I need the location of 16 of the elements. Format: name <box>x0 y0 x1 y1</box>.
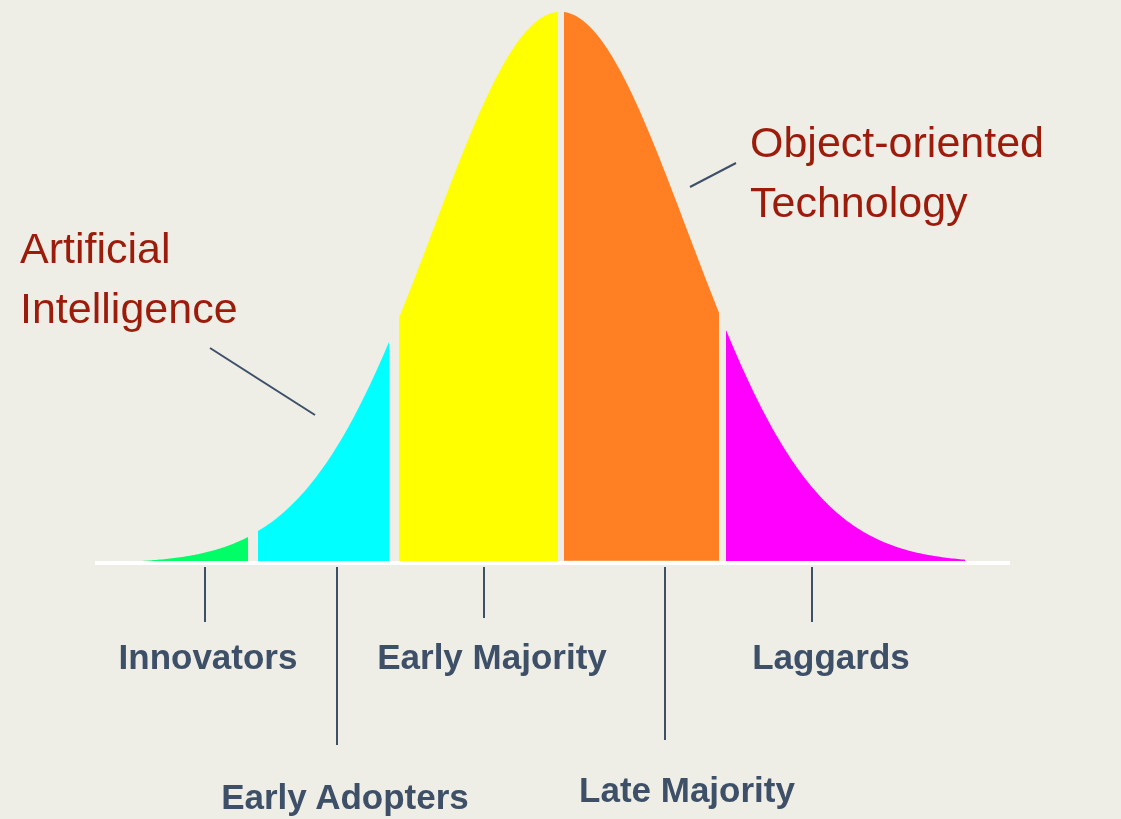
technology-label: Object-oriented Technology <box>750 112 1120 232</box>
leader-line <box>811 566 813 623</box>
bell-curve-segment <box>258 342 389 561</box>
bell-curve-segment <box>564 12 719 561</box>
leader-line <box>689 162 737 188</box>
bell-curve-segment <box>726 330 965 561</box>
leader-line <box>664 566 666 741</box>
leader-line <box>336 566 338 746</box>
adopter-category-label: Laggards <box>671 637 991 677</box>
technology-label: Artificial Intelligence <box>20 218 320 338</box>
adopter-category-label: Late Majority <box>527 770 847 810</box>
leader-line <box>209 347 316 416</box>
leader-line <box>204 566 206 623</box>
adopter-category-label: Early Adopters <box>185 777 505 817</box>
leader-line <box>483 566 485 619</box>
bell-curve-segment <box>399 12 558 561</box>
